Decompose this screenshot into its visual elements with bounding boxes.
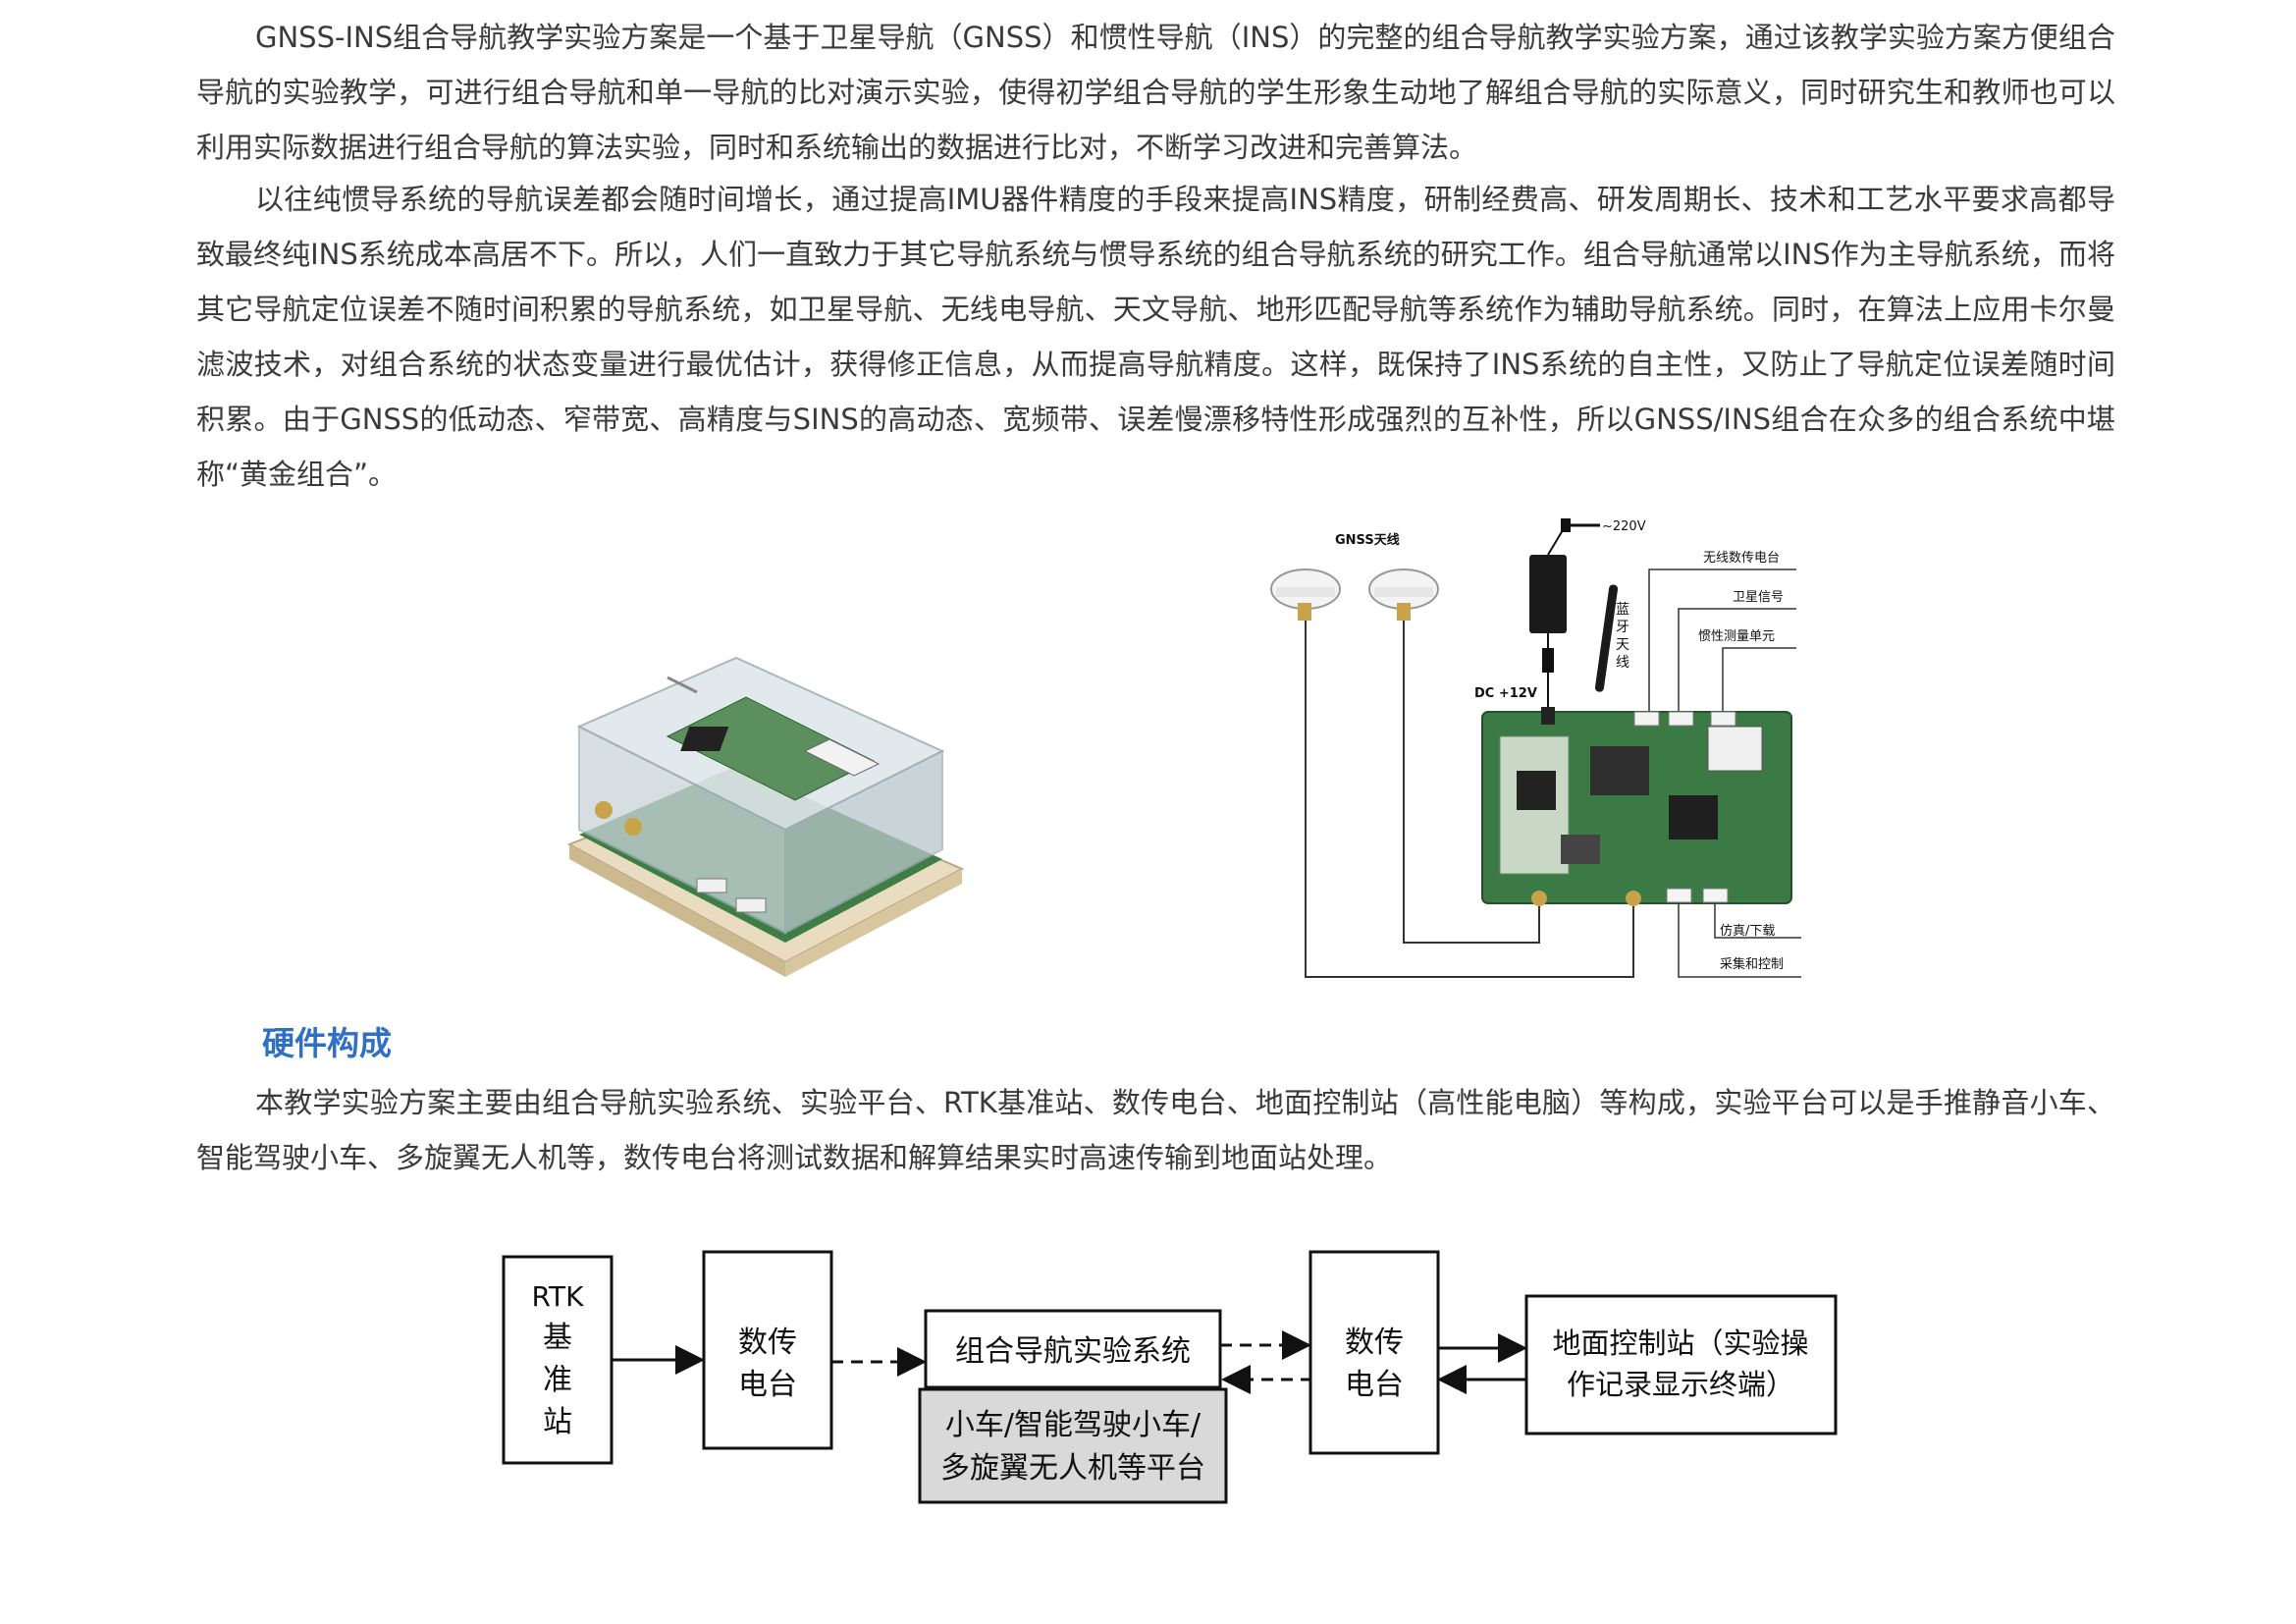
svg-text:数传: 数传: [738, 1326, 797, 1360]
system-block-diagram: RTK 基 准 站 数传 电台 组合导航实验系统 小车/智能驾驶小车/ 多旋翼无…: [502, 1250, 1838, 1504]
gnss-antenna-right: [1368, 568, 1439, 621]
wiring-diagram: GNSS天线 ~220V DC +12V 蓝 牙 天 线 无线数传电台 卫星信号…: [1270, 518, 1801, 978]
svg-text:准: 准: [543, 1363, 572, 1397]
svg-text:小车/智能驾驶小车/: 小车/智能驾驶小车/: [945, 1408, 1201, 1442]
device-photo: [566, 656, 965, 977]
svg-text:站: 站: [543, 1405, 572, 1439]
radio-right-box: [1308, 1250, 1440, 1455]
svg-text:电台: 电台: [738, 1368, 797, 1402]
satellite-label: 卫星信号: [1733, 590, 1784, 605]
rtk-box: [502, 1255, 614, 1465]
svg-text:牙: 牙: [1616, 620, 1629, 635]
sim-download-label: 仿真/下载: [1720, 924, 1775, 939]
nav-system-box: [924, 1309, 1222, 1389]
gnss-antenna-label: GNSS天线: [1335, 532, 1400, 548]
dc-label: DC +12V: [1474, 686, 1537, 701]
background-paragraph: 以往纯惯导系统的导航误差都会随时间增长，通过提高IMU器件精度的手段来提高INS…: [196, 183, 2115, 491]
svg-text:天: 天: [1616, 637, 1629, 653]
acq-control-label: 采集和控制: [1720, 956, 1784, 972]
gnss-antenna-left: [1270, 568, 1341, 621]
section-heading: 硬件构成: [262, 1024, 392, 1062]
svg-text:线: 线: [1616, 655, 1629, 671]
power-label: ~220V: [1602, 519, 1646, 534]
platform-box: [918, 1387, 1228, 1504]
hardware-paragraph: 本教学实验方案主要由组合导航实验系统、实验平台、RTK基准站、数传电台、地面控制…: [196, 1086, 2115, 1174]
svg-text:地面控制站（实验操: 地面控制站（实验操: [1552, 1326, 1808, 1360]
radio-left-box: [702, 1250, 833, 1450]
svg-text:数传: 数传: [1345, 1326, 1404, 1360]
svg-text:蓝: 蓝: [1616, 602, 1629, 618]
intro-paragraph: GNSS-INS组合导航教学实验方案是一个基于卫星导航（GNSS）和惯性导航（I…: [196, 21, 2115, 164]
imu-label: 惯性测量单元: [1698, 628, 1775, 644]
svg-text:基: 基: [543, 1321, 572, 1355]
svg-text:组合导航实验系统: 组合导航实验系统: [955, 1334, 1191, 1369]
svg-text:多旋翼无人机等平台: 多旋翼无人机等平台: [940, 1451, 1205, 1486]
svg-text:作记录显示终端）: 作记录显示终端）: [1567, 1368, 1794, 1401]
ground-station-box: [1524, 1294, 1838, 1435]
svg-text:电台: 电台: [1345, 1368, 1404, 1402]
svg-text:RTK: RTK: [532, 1280, 585, 1313]
bluetooth-label: 蓝 牙 天 线: [1616, 602, 1629, 671]
radio-label: 无线数传电台: [1703, 551, 1780, 566]
